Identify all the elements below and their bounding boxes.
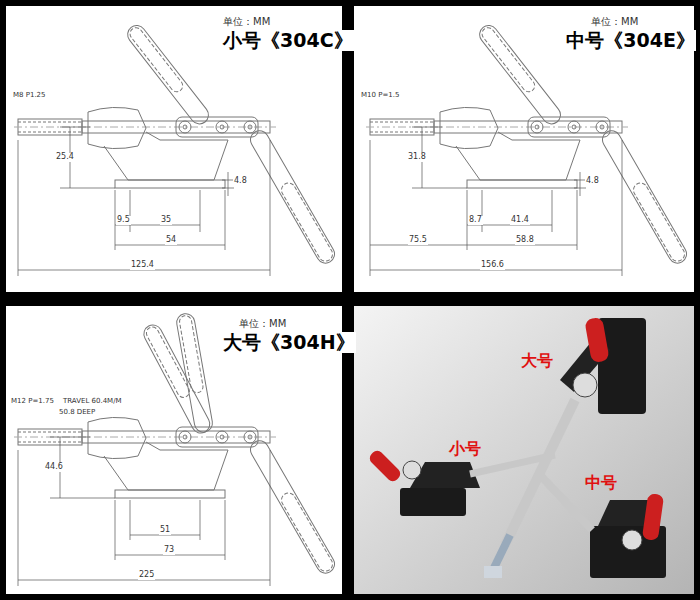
photo-panel [354, 306, 694, 594]
dimension: 54 [165, 236, 177, 245]
unit-note: 单位：MM [590, 16, 639, 27]
size-tag: 中号 [584, 474, 618, 492]
dimension: 41.4 [510, 216, 530, 225]
dimension: 75.5 [408, 236, 428, 245]
dimension-lines [18, 437, 270, 586]
clamp-drawing [14, 22, 338, 267]
dimension-lines [370, 127, 622, 276]
dimension: 25.4 [55, 153, 75, 162]
dimension: 73 [163, 546, 175, 555]
dimension: 35 [160, 216, 172, 225]
thread-spec: M12 P=1.75 [10, 398, 55, 406]
clamp-photo [367, 317, 666, 578]
travel-note: TRAVEL 60.4M/M [62, 398, 123, 406]
model-title: 小号《304C》 [222, 30, 354, 51]
unit-note: 单位：MM [238, 318, 287, 329]
dimension: 51 [159, 526, 171, 535]
dimension: 8.7 [468, 216, 483, 225]
size-tag: 小号 [448, 440, 482, 458]
dimension: 31.8 [407, 153, 427, 162]
dimension: 9.5 [116, 216, 131, 225]
thread-spec: M8 P1.25 [12, 92, 47, 100]
clamp-drawing [366, 22, 690, 267]
dimension: 58.8 [515, 236, 535, 245]
dimension: 225 [138, 571, 155, 580]
unit-note: 单位：MM [222, 16, 271, 27]
dimension: 156.6 [480, 261, 505, 270]
dimension: 125.4 [130, 261, 155, 270]
dimension-lines [18, 127, 270, 276]
dimension: 4.8 [585, 177, 600, 186]
thread-spec: M10 P=1.5 [360, 92, 400, 100]
model-title: 中号《304E》 [565, 30, 696, 51]
model-title: 大号《304H》 [222, 332, 356, 353]
dimension: 4.8 [233, 177, 248, 186]
size-tag: 大号 [520, 352, 554, 370]
dimension: 44.6 [44, 463, 64, 472]
depth-note: 50.8 DEEP [58, 409, 96, 417]
